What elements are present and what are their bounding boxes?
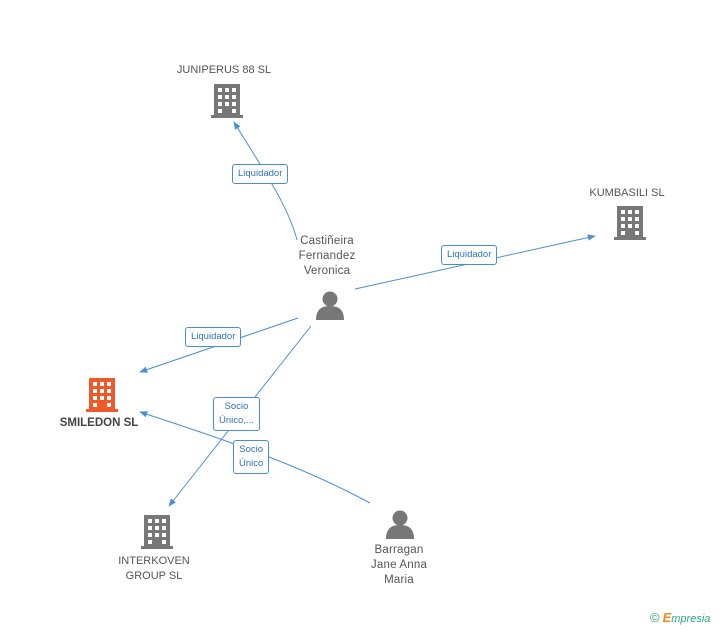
company-label-juniperus[interactable]: JUNIPERUS 88 SL xyxy=(176,64,272,76)
edge-tag-liquidador-smiledon[interactable]: Liquidador xyxy=(185,327,242,347)
person-label-castineira[interactable]: Castiñeira Fernandez Veronica xyxy=(298,235,356,277)
company-label-interkoven[interactable]: INTERKOVEN GROUP SL xyxy=(118,555,190,582)
empresia-watermark: ©Empresia xyxy=(650,610,710,625)
edge-tag-socio-unico-interkoven[interactable]: Socio Único,... xyxy=(213,397,260,431)
building-icon-kumbasili[interactable] xyxy=(614,206,646,240)
copyright-symbol: © xyxy=(650,610,660,625)
company-label-smiledon[interactable]: SMILEDON SL xyxy=(59,417,139,429)
building-icon-interkoven[interactable] xyxy=(141,515,173,549)
edge-tag-liquidador-kumbasili[interactable]: Liquidador xyxy=(441,245,498,265)
person-icon-castineira[interactable] xyxy=(316,291,344,321)
company-label-kumbasili[interactable]: KUMBASILI SL xyxy=(589,187,665,199)
brand-initial: E xyxy=(662,610,672,625)
brand-name: mpresia xyxy=(671,613,711,625)
building-icon-smiledon[interactable] xyxy=(86,378,118,412)
edge-castineira-juniperus xyxy=(233,121,298,241)
edge-tag-socio-unico-smiledon[interactable]: Socio Único xyxy=(233,440,270,474)
edge-tag-liquidador-juniperus[interactable]: Liquidador xyxy=(232,164,289,184)
person-icon-barragan[interactable] xyxy=(386,510,414,540)
person-label-barragan[interactable]: Barragan Jane Anna Maria xyxy=(370,544,428,586)
building-icon-juniperus[interactable] xyxy=(211,84,243,118)
